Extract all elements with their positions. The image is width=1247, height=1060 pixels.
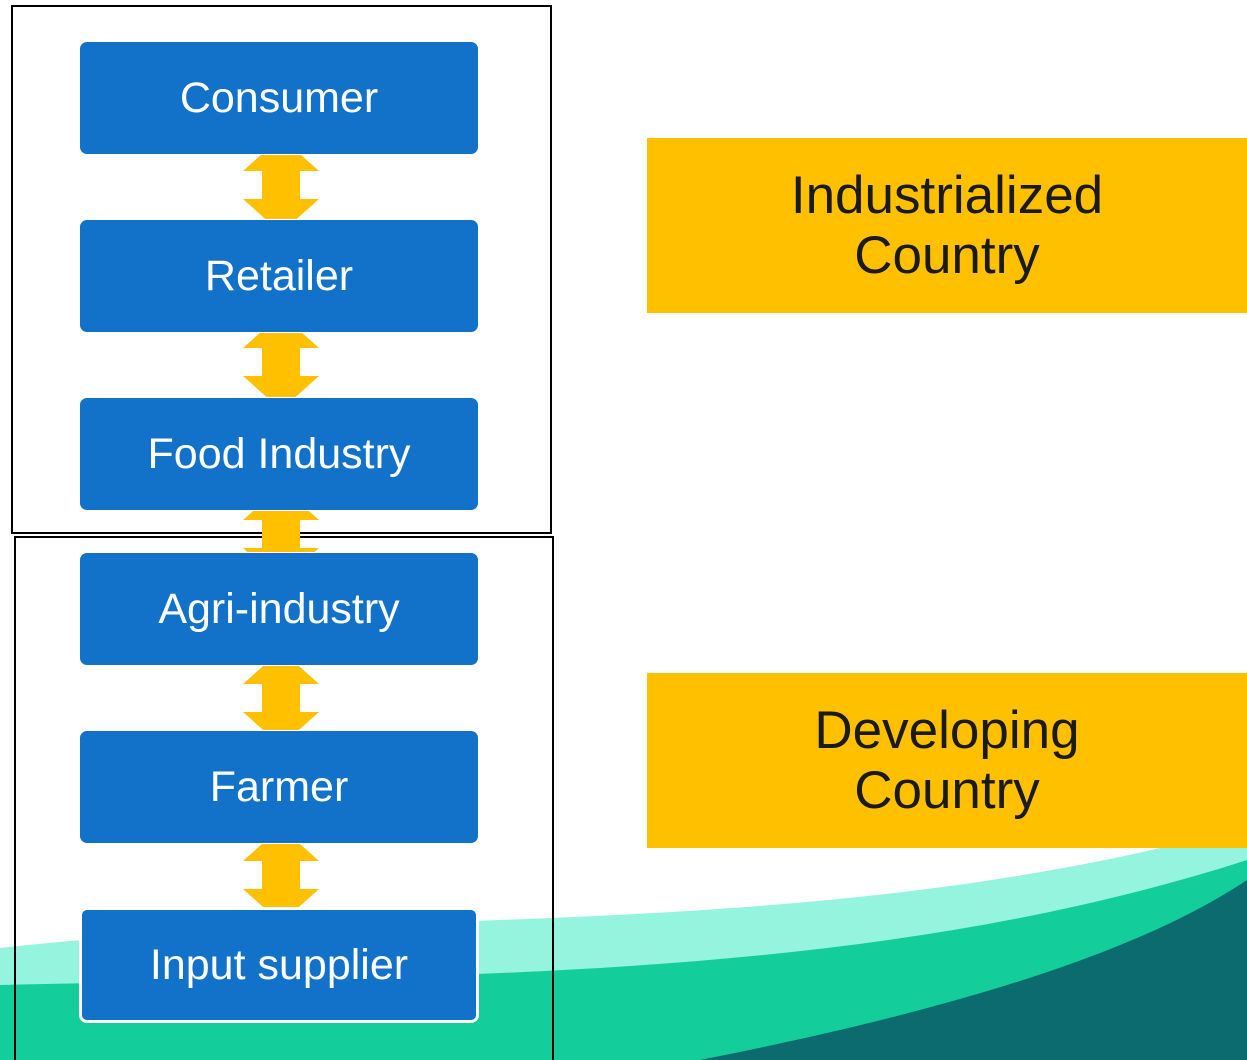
industrialized-country-label: Industrialized Country	[647, 138, 1247, 313]
developing-country-label: Developing Country	[647, 673, 1247, 848]
node-farmer-label: Farmer	[209, 762, 349, 811]
node-agri-industry: Agri-industry	[79, 552, 479, 666]
wave-dark-band	[700, 880, 1247, 1060]
double-arrow-icon	[243, 827, 319, 923]
developing-label-line1: Developing	[814, 700, 1080, 760]
node-farmer: Farmer	[79, 730, 479, 844]
node-input-supplier-label: Input supplier	[149, 940, 409, 989]
node-consumer: Consumer	[79, 41, 479, 155]
arrow-retailer-food-industry	[243, 314, 319, 410]
node-input-supplier: Input supplier	[79, 907, 479, 1023]
double-arrow-icon	[243, 137, 319, 233]
node-consumer-label: Consumer	[179, 73, 379, 122]
arrow-farmer-input-supplier	[243, 827, 319, 923]
node-food-industry: Food Industry	[79, 397, 479, 511]
node-retailer: Retailer	[79, 219, 479, 333]
double-arrow-icon	[243, 314, 319, 410]
arrow-agri-industry-farmer	[243, 650, 319, 746]
developing-label-line2: Country	[854, 760, 1040, 820]
node-food-industry-label: Food Industry	[147, 429, 411, 478]
industrialized-label-line1: Industrialized	[790, 165, 1104, 225]
double-arrow-icon	[243, 650, 319, 746]
industrialized-label-line2: Country	[854, 225, 1040, 285]
node-retailer-label: Retailer	[204, 251, 354, 300]
arrow-consumer-retailer	[243, 137, 319, 233]
node-agri-industry-label: Agri-industry	[158, 584, 400, 633]
